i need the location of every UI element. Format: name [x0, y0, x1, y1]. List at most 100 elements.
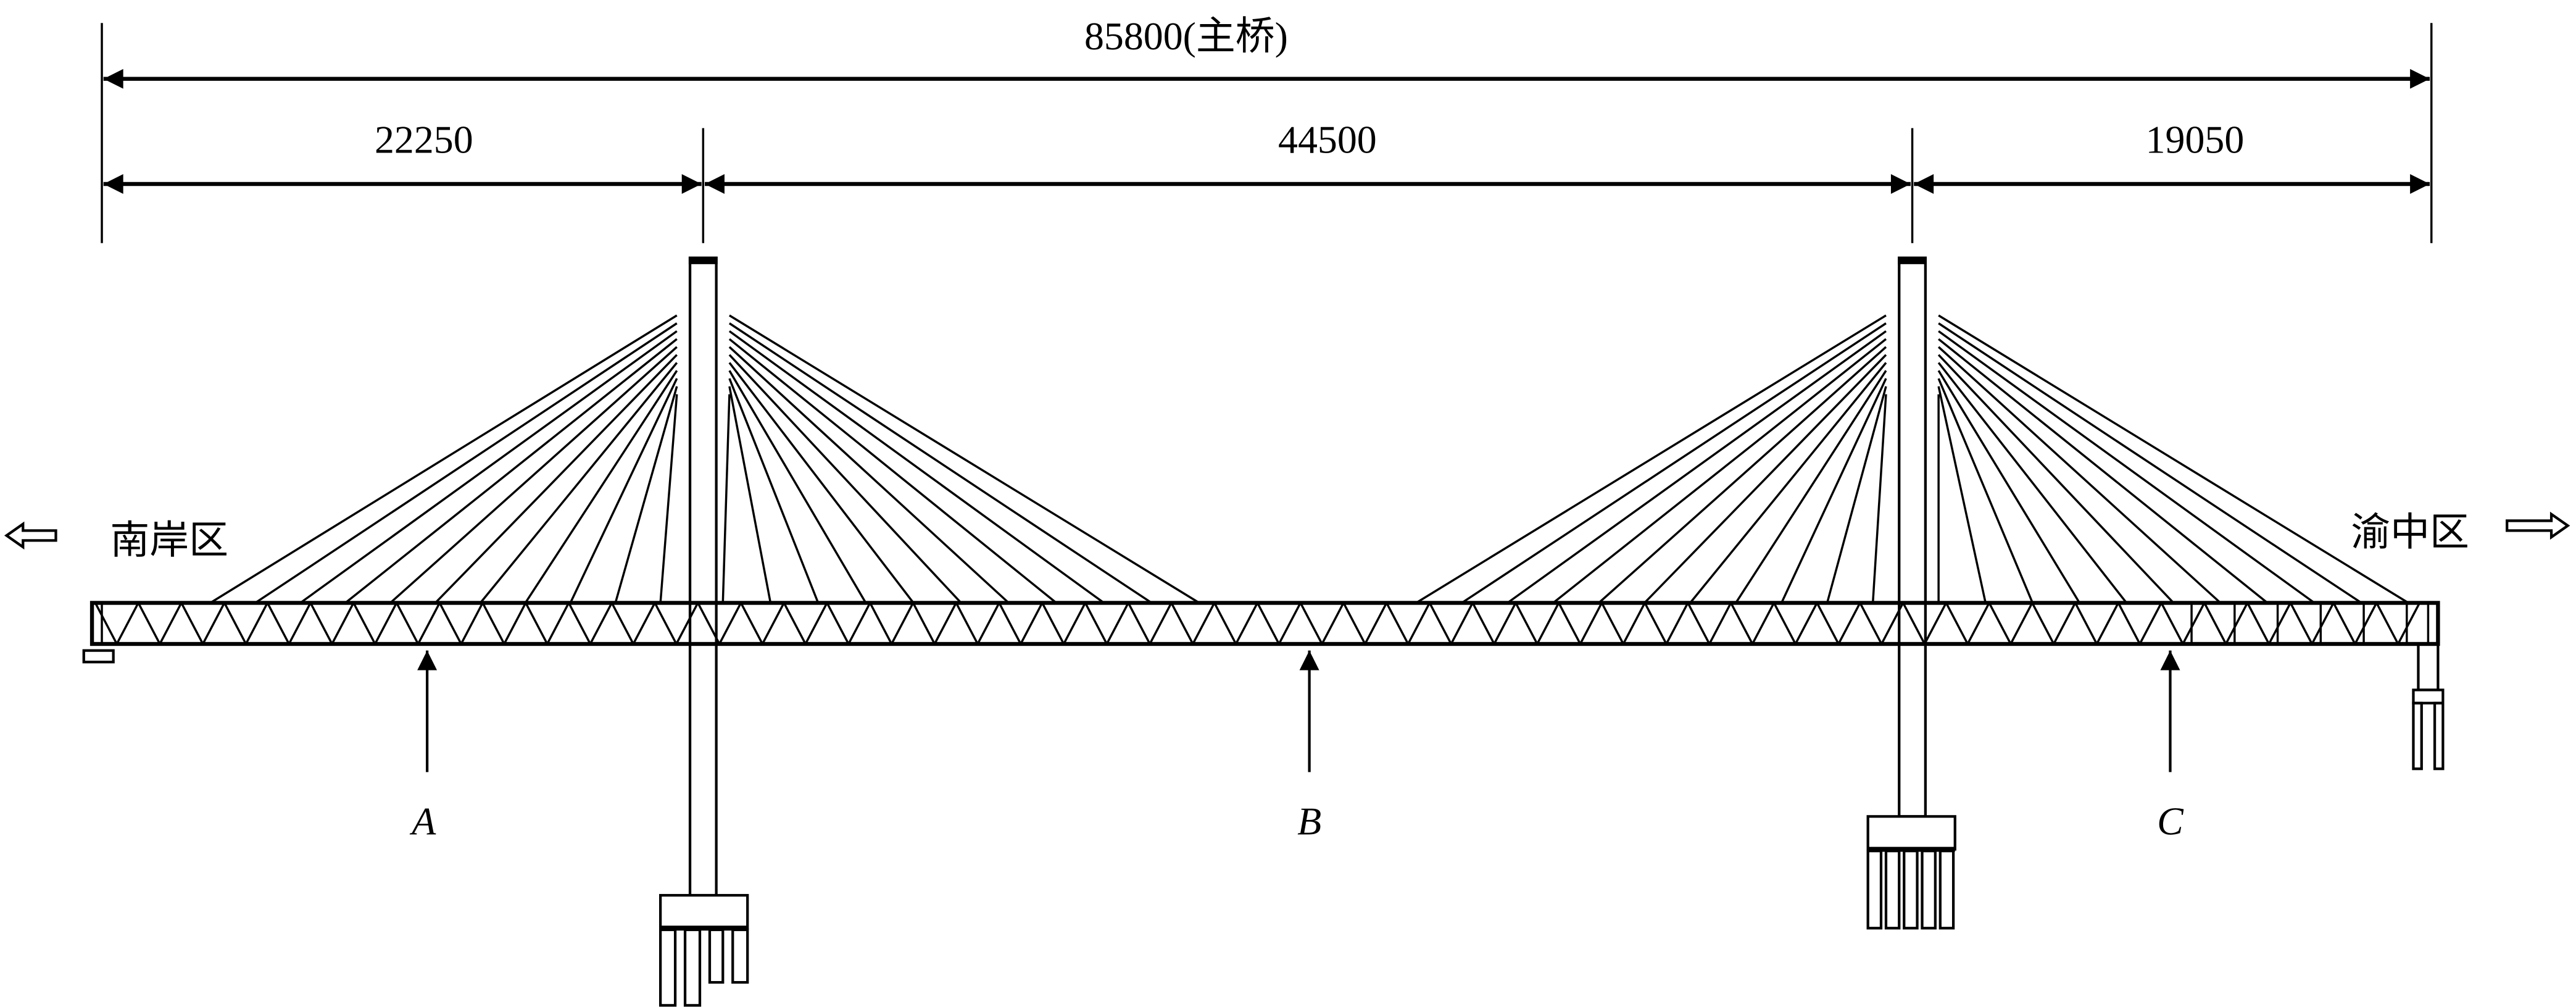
truss-diagonal [933, 602, 957, 645]
stay-cable [728, 362, 915, 604]
south-bank-label: 南岸区 [110, 519, 228, 562]
truss-diagonal [159, 602, 183, 645]
truss-diagonal [374, 602, 398, 645]
truss-diagonal [525, 602, 549, 645]
truss-diagonal [1149, 602, 1173, 645]
truss-diagonal [568, 602, 591, 645]
truss-diagonal [2397, 602, 2421, 645]
truss-diagonal [1105, 602, 1129, 645]
section-c-label: C [2157, 800, 2184, 843]
stay-cable [1938, 314, 2409, 604]
hollow-arrow-right-icon [2506, 511, 2570, 540]
stay-cable [344, 338, 678, 604]
truss-diagonal [804, 602, 828, 645]
truss-diagonal [2160, 602, 2184, 645]
truss-diagonal [761, 602, 785, 645]
truss-diagonal [869, 602, 893, 645]
truss-diagonal [1708, 602, 1732, 645]
stay-cable [728, 378, 820, 604]
truss-diagonal [740, 602, 763, 645]
truss-diagonal [2375, 602, 2399, 645]
truss-diagonal [438, 602, 462, 645]
north-approach-pier [2412, 642, 2445, 771]
truss-diagonal [137, 602, 161, 645]
stay-cable [728, 354, 962, 604]
hollow-arrow-left-icon [4, 521, 57, 550]
truss-diagonal [847, 602, 871, 645]
stay-cable [728, 330, 1105, 604]
truss-diagonal [1428, 602, 1452, 645]
truss-diagonal [1665, 602, 1689, 645]
truss-diagonal [1514, 602, 1539, 645]
stay-cable [1938, 330, 2316, 604]
stay-cable [728, 322, 1153, 604]
truss-diagonal [1643, 602, 1668, 645]
stay-cable [299, 330, 678, 604]
stay-cable [659, 394, 678, 603]
stay-cable [728, 370, 867, 604]
truss-diagonal [1342, 602, 1366, 645]
truss-diagonal [2053, 602, 2077, 645]
truss-diagonal [1041, 602, 1065, 645]
truss-diagonal [1751, 602, 1775, 645]
stay-cable [434, 354, 678, 604]
truss-diagonal [826, 602, 850, 645]
truss-diagonal [1170, 602, 1194, 645]
truss-diagonal [1127, 602, 1151, 645]
truss-diagonal [1321, 602, 1345, 645]
truss-diagonal [1816, 602, 1840, 645]
truss-diagonal [202, 602, 226, 645]
truss-diagonal [1536, 602, 1560, 645]
stay-cable [728, 338, 1057, 604]
stay-cable [1937, 370, 2081, 604]
truss-diagonal [632, 602, 656, 645]
truss-diagonal [976, 602, 1000, 645]
stay-cable [1461, 322, 1887, 604]
truss-diagonal [1493, 602, 1517, 645]
truss-diagonal [266, 602, 290, 645]
truss-web [94, 602, 2430, 645]
truss-diagonal [2332, 602, 2356, 645]
truss-diagonal [1687, 602, 1711, 645]
stay-cable [1643, 354, 1887, 604]
stay-cable [1937, 354, 2175, 604]
truss-diagonal [2117, 602, 2141, 645]
stay-cable [254, 322, 678, 604]
stay-cable [209, 314, 678, 604]
truss-diagonal [2009, 602, 2034, 645]
stay-cable [524, 370, 678, 604]
left-span-label: 22250 [375, 117, 473, 161]
stay-cable [614, 386, 678, 603]
truss-diagonal [1063, 602, 1087, 645]
main-span-label: 44500 [1278, 117, 1377, 161]
truss-diagonal [1859, 602, 1883, 645]
stay-cable [1937, 362, 2128, 604]
truss-diagonal [2074, 602, 2098, 645]
stay-cable [1689, 362, 1887, 604]
section-b-label: B [1297, 800, 1321, 843]
truss-diagonal [654, 602, 678, 645]
truss-diagonal [1386, 602, 1410, 645]
truss-diagonal [1622, 602, 1646, 645]
truss-diagonal [955, 602, 979, 645]
truss-diagonal [783, 602, 807, 645]
truss-diagonal [891, 602, 915, 645]
truss-diagonal [94, 602, 118, 645]
stay-cables [209, 314, 2409, 604]
stay-cable [1937, 346, 2222, 604]
stay-cable [1780, 378, 1887, 604]
stay-cable [1937, 378, 2034, 604]
stay-cable [389, 346, 678, 604]
truss-diagonal [912, 602, 936, 645]
stay-cable [480, 362, 678, 604]
truss-diagonal [2246, 602, 2271, 645]
truss-diagonal [1471, 602, 1495, 645]
stay-cable [729, 314, 1200, 604]
truss-diagonal [503, 602, 527, 645]
stay-cable [1826, 386, 1887, 603]
south-abutment-bearing [82, 649, 115, 664]
truss-diagonal [352, 602, 376, 645]
truss-diagonal [2138, 602, 2163, 645]
dimension-extension-lines [101, 23, 2433, 243]
